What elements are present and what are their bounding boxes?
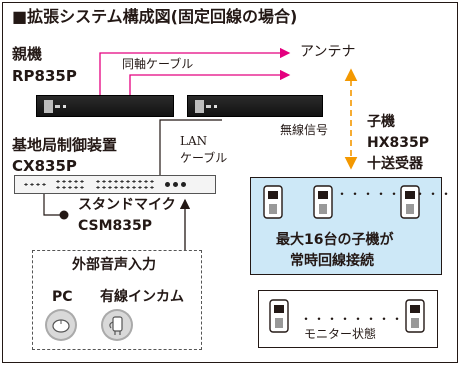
microphone-label: スタンドマイク <box>78 197 176 213</box>
subunit-caption-line2: 常時回線接続 <box>290 253 374 269</box>
mic-cable <box>43 193 62 216</box>
parent-unit-left <box>36 95 174 117</box>
handset-unit-model: HX835P <box>367 135 429 151</box>
handset-ellipsis: ・・・・・・・・・ <box>336 187 454 201</box>
parent-unit-label: 親機 <box>12 45 43 63</box>
parent-unit-model: RP835P <box>12 67 77 85</box>
handset-unit-suffix: 十送受器 <box>367 156 423 172</box>
external-audio-label: 外部音声入力 <box>72 257 156 273</box>
control-unit-device <box>14 175 216 194</box>
handset-icon <box>400 185 420 219</box>
coax-cable-bottom <box>129 69 291 97</box>
coax-cable-top <box>99 47 291 97</box>
monitor-ellipsis: ・・・・・・・・・ <box>300 312 418 326</box>
control-unit-model: CX835P <box>12 157 77 175</box>
lan-label: LAN <box>180 134 208 148</box>
intercom-label: 有線インカム <box>100 289 184 305</box>
monitor-caption: モニター状態 <box>304 327 377 341</box>
handset-icon <box>269 299 289 333</box>
external-audio-box <box>32 250 202 350</box>
mic-head <box>59 210 69 220</box>
lan-cable <box>159 119 222 175</box>
coax-cable-label: 同軸ケーブル <box>122 57 194 71</box>
parent-unit-right <box>187 95 323 117</box>
lan-cable-label: ケーブル <box>180 151 228 165</box>
handset-unit-label: 子機 <box>367 114 395 130</box>
subunit-caption-line1: 最大16台の子機が <box>276 232 394 248</box>
handset-icon <box>263 185 283 219</box>
mouse-icon <box>45 309 77 341</box>
control-unit-label: 基地局制御装置 <box>12 136 118 154</box>
diagram-title: ■拡張システム構成図(固定回線の場合) <box>12 7 298 26</box>
headset-icon <box>101 309 133 341</box>
handset-icon <box>313 185 333 219</box>
handset-icon <box>405 299 425 333</box>
microphone-model: CSM835P <box>78 218 153 234</box>
diagram-frame <box>2 2 458 363</box>
wireless-signal-label: 無線信号 <box>280 123 329 137</box>
antenna-label: アンテナ <box>300 44 356 60</box>
pc-label: PC <box>52 289 73 305</box>
